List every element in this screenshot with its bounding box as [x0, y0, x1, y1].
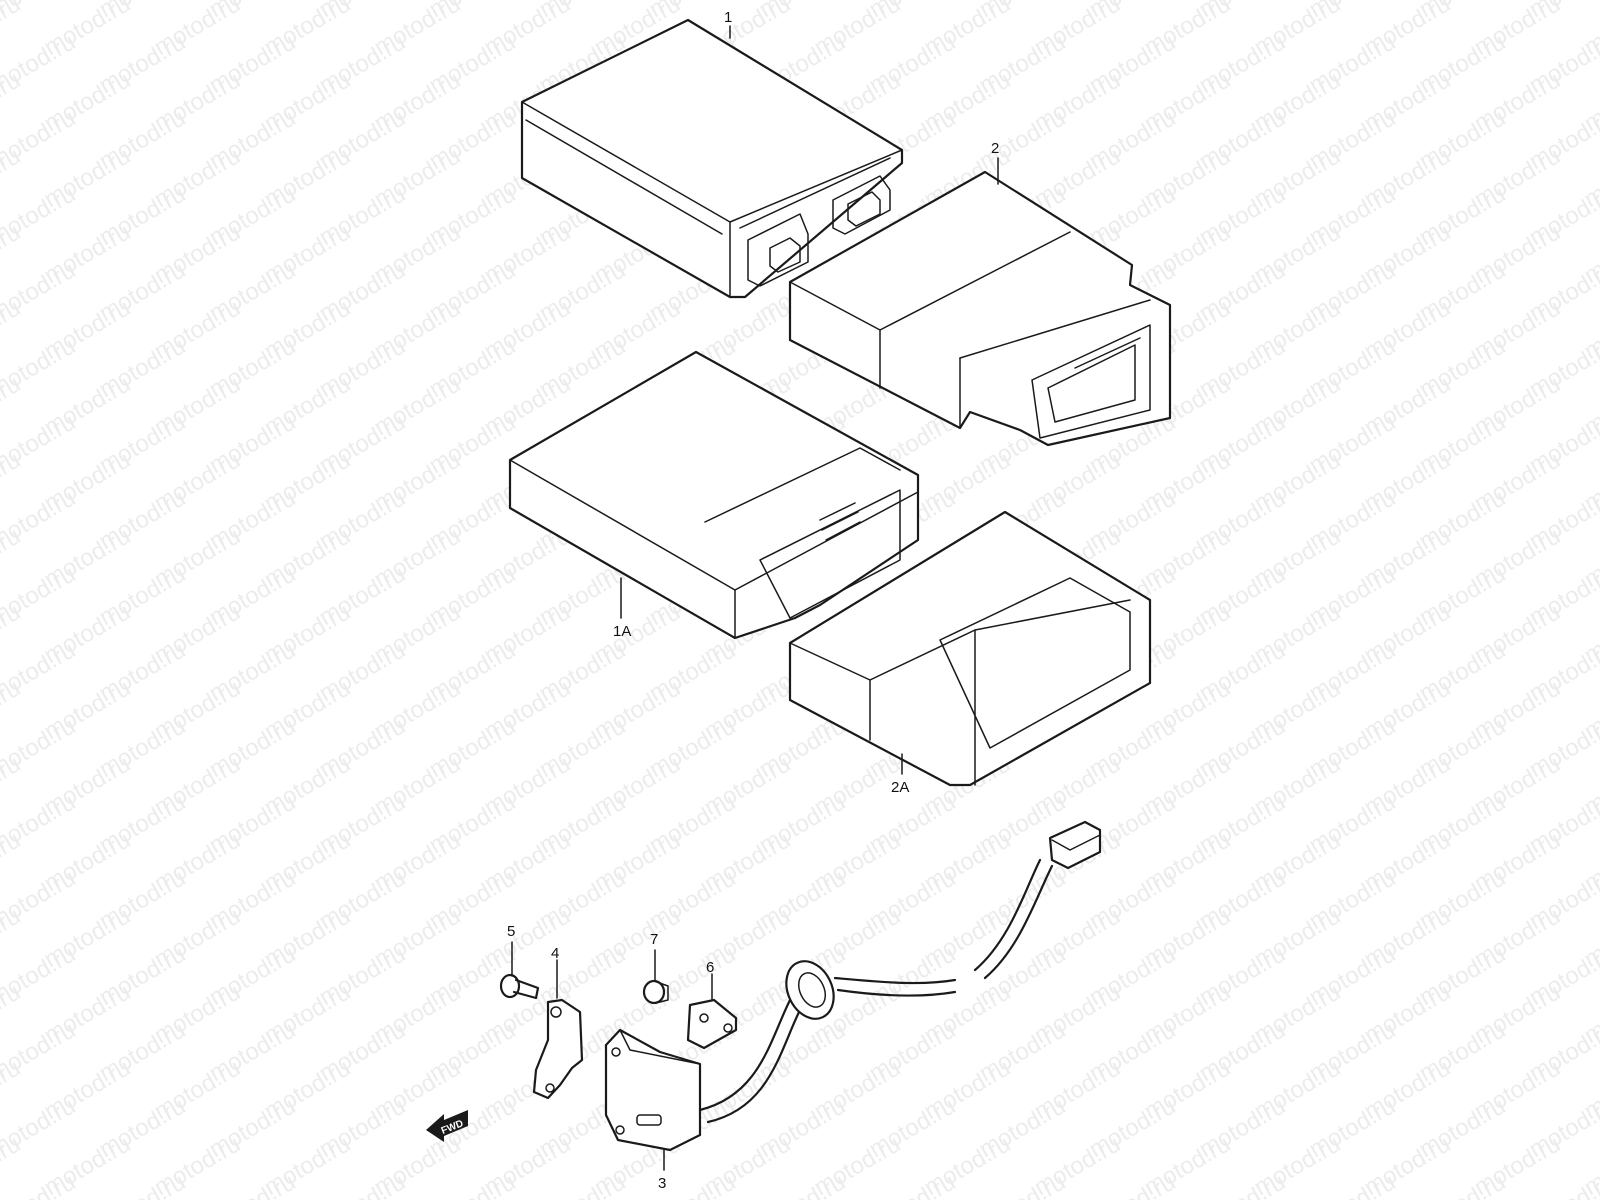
part-2a-cover[interactable] [788, 510, 1152, 787]
callout-5[interactable]: 5 [507, 923, 515, 940]
watermark-text: motod.ru [95, 1168, 191, 1200]
callout-2a[interactable]: 2A [891, 779, 909, 796]
callout-1[interactable]: 1 [724, 9, 732, 26]
callout-4[interactable]: 4 [551, 945, 559, 962]
watermark-text: motod.ru [975, 1168, 1071, 1200]
watermark-text: motod.ru [425, 1168, 521, 1200]
watermark-text: motod.ru [0, 0, 25, 61]
part-2-cover[interactable] [788, 170, 1172, 447]
part-7-nut[interactable] [642, 979, 669, 1005]
watermark-text: motod.ru [1195, 1168, 1291, 1200]
callout-labels: 1 2 1A 2A 3 4 5 6 7 [507, 9, 999, 1192]
callout-2[interactable]: 2 [991, 140, 999, 157]
leader-lines [511, 25, 999, 1171]
watermark-text: motod.ru [1415, 1168, 1511, 1200]
part-1a-control-unit[interactable] [508, 350, 920, 640]
part-6-plate[interactable] [686, 998, 738, 1050]
part-5-bolt[interactable] [499, 973, 540, 1000]
part-1-control-unit[interactable] [520, 18, 904, 299]
callout-1a[interactable]: 1A [613, 623, 631, 640]
part-4-bracket[interactable] [532, 998, 584, 1100]
watermark-text: motod.ru [535, 1168, 631, 1200]
watermark-text: motod.ru [865, 1168, 961, 1200]
watermark-text: motod.ru [205, 1168, 301, 1200]
watermark-text: motod.ru [755, 1168, 851, 1200]
part-3-sensor-harness[interactable] [604, 820, 1102, 1152]
watermark-text: motod.ru [0, 1168, 80, 1200]
watermark-text: motod.ru [1305, 1168, 1401, 1200]
watermark-text: motod.ru [1085, 1168, 1181, 1200]
watermark-text: motod.ru [315, 1168, 411, 1200]
callout-7[interactable]: 7 [650, 931, 658, 948]
callout-3[interactable]: 3 [658, 1175, 666, 1192]
callout-6[interactable]: 6 [706, 959, 714, 976]
